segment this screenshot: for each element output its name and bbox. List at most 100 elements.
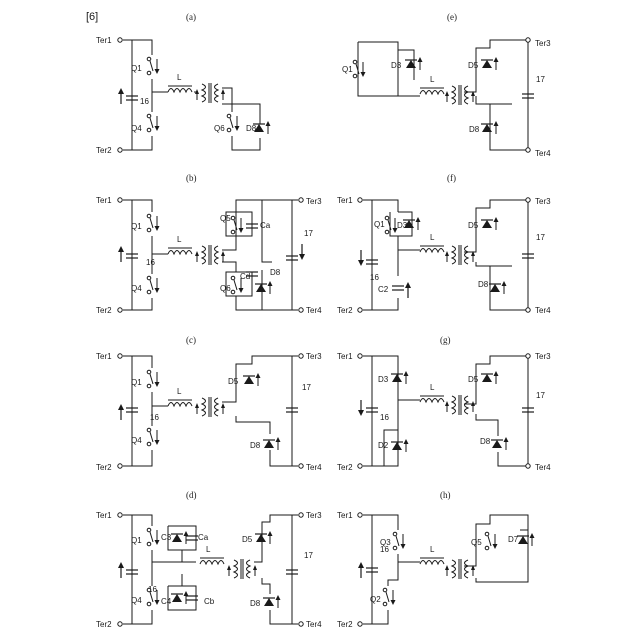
panel-d-d8: D8 <box>250 599 261 608</box>
panel-a: (a) Ter1 Ter2 16 Q1 Q4 L Q6 D8 <box>96 12 271 155</box>
panel-h-title: (h) <box>440 490 451 500</box>
panel-b-q5: Q5 <box>220 214 231 223</box>
panel-e-ter3: Ter3 <box>535 39 551 48</box>
panel-b-cap17: 17 <box>304 229 313 238</box>
panel-f-ter2: Ter2 <box>337 306 353 315</box>
panel-a-cap: 16 <box>140 97 149 106</box>
panel-c-l: L <box>177 387 182 396</box>
panel-b-ter1: Ter1 <box>96 196 112 205</box>
panel-f-title: (f) <box>447 173 456 183</box>
panel-f-q1: Q1 <box>374 220 385 229</box>
panel-e-d8: D8 <box>469 125 480 134</box>
panel-e-d3: D3 <box>391 61 402 70</box>
panel-b-ter4: Ter4 <box>306 306 322 315</box>
panel-d-cb: Cb <box>204 597 215 606</box>
panel-g-cap16: 16 <box>380 413 389 422</box>
panel-h-q5: Q5 <box>471 538 482 547</box>
panel-c-ter2: Ter2 <box>96 463 112 472</box>
panel-g-title: (g) <box>440 335 451 345</box>
panel-h-ter2: Ter2 <box>337 620 353 629</box>
panel-d-d5: D5 <box>242 535 253 544</box>
panel-d-l: L <box>206 545 211 554</box>
panel-d-ter2: Ter2 <box>96 620 112 629</box>
panel-h-d7: D7 <box>508 535 519 544</box>
panel-a-d: D8 <box>246 124 257 133</box>
panel-g-d2: D2 <box>378 441 389 450</box>
panel-d-ter1: Ter1 <box>96 511 112 520</box>
panel-a-q6: Q6 <box>214 124 225 133</box>
panel-c: (c) Ter1 Ter2 16 Q1 Q4 L D5 D8 17 Ter3 T… <box>96 335 322 472</box>
panel-b: (b) Ter1 Ter2 16 Q1 Q4 L Q5 Ca Q6 Cd D8 … <box>96 173 322 315</box>
panel-a-ter2: Ter2 <box>96 146 112 155</box>
panel-h-q3: Q3 <box>380 538 391 547</box>
panel-f-d5: D5 <box>468 221 479 230</box>
panel-g-ter2: Ter2 <box>337 463 353 472</box>
panel-g-ter4: Ter4 <box>535 463 551 472</box>
panel-h-ter1: Ter1 <box>337 511 353 520</box>
panel-f: (f) Ter1 Ter2 16 Q1 D3 C2 L D5 D8 17 Ter… <box>337 173 551 315</box>
panel-a-l: L <box>177 73 182 82</box>
panel-g-d8: D8 <box>480 437 491 446</box>
panel-g-l: L <box>430 383 435 392</box>
panel-f-cap16: 16 <box>370 273 379 282</box>
panel-b-cap16: 16 <box>146 258 155 267</box>
panel-a-q1: Q1 <box>131 64 142 73</box>
panel-g-ter3: Ter3 <box>535 352 551 361</box>
panel-f-ter4: Ter4 <box>535 306 551 315</box>
panel-e: (e) Q1 D3 L D5 D8 17 Ter3 Ter4 <box>342 12 551 158</box>
panel-a-ter1: Ter1 <box>96 36 112 45</box>
panel-d-c3: C3 <box>161 533 172 542</box>
panel-d-q4: Q4 <box>131 596 142 605</box>
panel-e-q1: Q1 <box>342 65 353 74</box>
panel-c-ter4: Ter4 <box>306 463 322 472</box>
panel-f-d3: D3 <box>397 221 408 230</box>
panel-g: (g) Ter1 Ter2 16 D3 D2 L D5 D8 17 Ter3 T… <box>337 335 551 472</box>
figure-label: [6] <box>86 11 98 23</box>
panel-b-l: L <box>177 235 182 244</box>
panel-c-q4: Q4 <box>131 436 142 445</box>
panel-e-l: L <box>430 75 435 84</box>
panel-h-q2: Q2 <box>370 595 381 604</box>
panel-f-l: L <box>430 233 435 242</box>
panel-b-d: D8 <box>270 268 281 277</box>
panel-b-q6: Q6 <box>220 284 231 293</box>
panel-e-title: (e) <box>447 12 457 22</box>
panel-e-d5: D5 <box>468 61 479 70</box>
panel-b-title: (b) <box>186 173 197 183</box>
panel-g-ter1: Ter1 <box>337 352 353 361</box>
panel-f-c2: C2 <box>378 285 389 294</box>
panel-a-title: (a) <box>186 12 196 22</box>
panel-f-ter3: Ter3 <box>535 197 551 206</box>
panel-c-cap16: 16 <box>150 413 159 422</box>
panel-d: (d) Ter1 Ter2 16 Q1 Q4 C3 Ca C4 Cb L D5 … <box>96 490 322 629</box>
panel-b-cd: Cd <box>240 272 250 281</box>
panel-c-d5: D5 <box>228 377 239 386</box>
panel-g-d3: D3 <box>378 375 389 384</box>
panel-f-ter1: Ter1 <box>337 196 353 205</box>
panel-a-q4: Q4 <box>131 124 142 133</box>
panel-d-ter3: Ter3 <box>306 511 322 520</box>
panel-b-ter3: Ter3 <box>306 197 322 206</box>
panel-e-cap17: 17 <box>536 75 545 84</box>
panel-c-ter1: Ter1 <box>96 352 112 361</box>
panel-c-q1: Q1 <box>131 378 142 387</box>
panel-f-cap17: 17 <box>536 233 545 242</box>
panel-d-ca: Ca <box>198 533 209 542</box>
panel-b-q4: Q4 <box>131 284 142 293</box>
panel-c-ter3: Ter3 <box>306 352 322 361</box>
panel-b-ca: Ca <box>260 221 271 230</box>
panel-d-title: (d) <box>186 490 197 500</box>
panel-f-d8: D8 <box>478 280 489 289</box>
panel-d-q1: Q1 <box>131 536 142 545</box>
panel-h-l: L <box>430 545 435 554</box>
panel-b-ter2: Ter2 <box>96 306 112 315</box>
panel-d-c4: C4 <box>161 597 172 606</box>
panel-h: (h) Ter1 Ter2 16 Q3 Q2 L Q5 D7 <box>337 490 535 629</box>
panel-d-ter4: Ter4 <box>306 620 322 629</box>
panel-c-d8: D8 <box>250 441 261 450</box>
panel-b-q1: Q1 <box>131 222 142 231</box>
panel-c-cap17: 17 <box>302 383 311 392</box>
panel-e-ter4: Ter4 <box>535 149 551 158</box>
panel-c-title: (c) <box>186 335 196 345</box>
panel-g-d5: D5 <box>468 375 479 384</box>
